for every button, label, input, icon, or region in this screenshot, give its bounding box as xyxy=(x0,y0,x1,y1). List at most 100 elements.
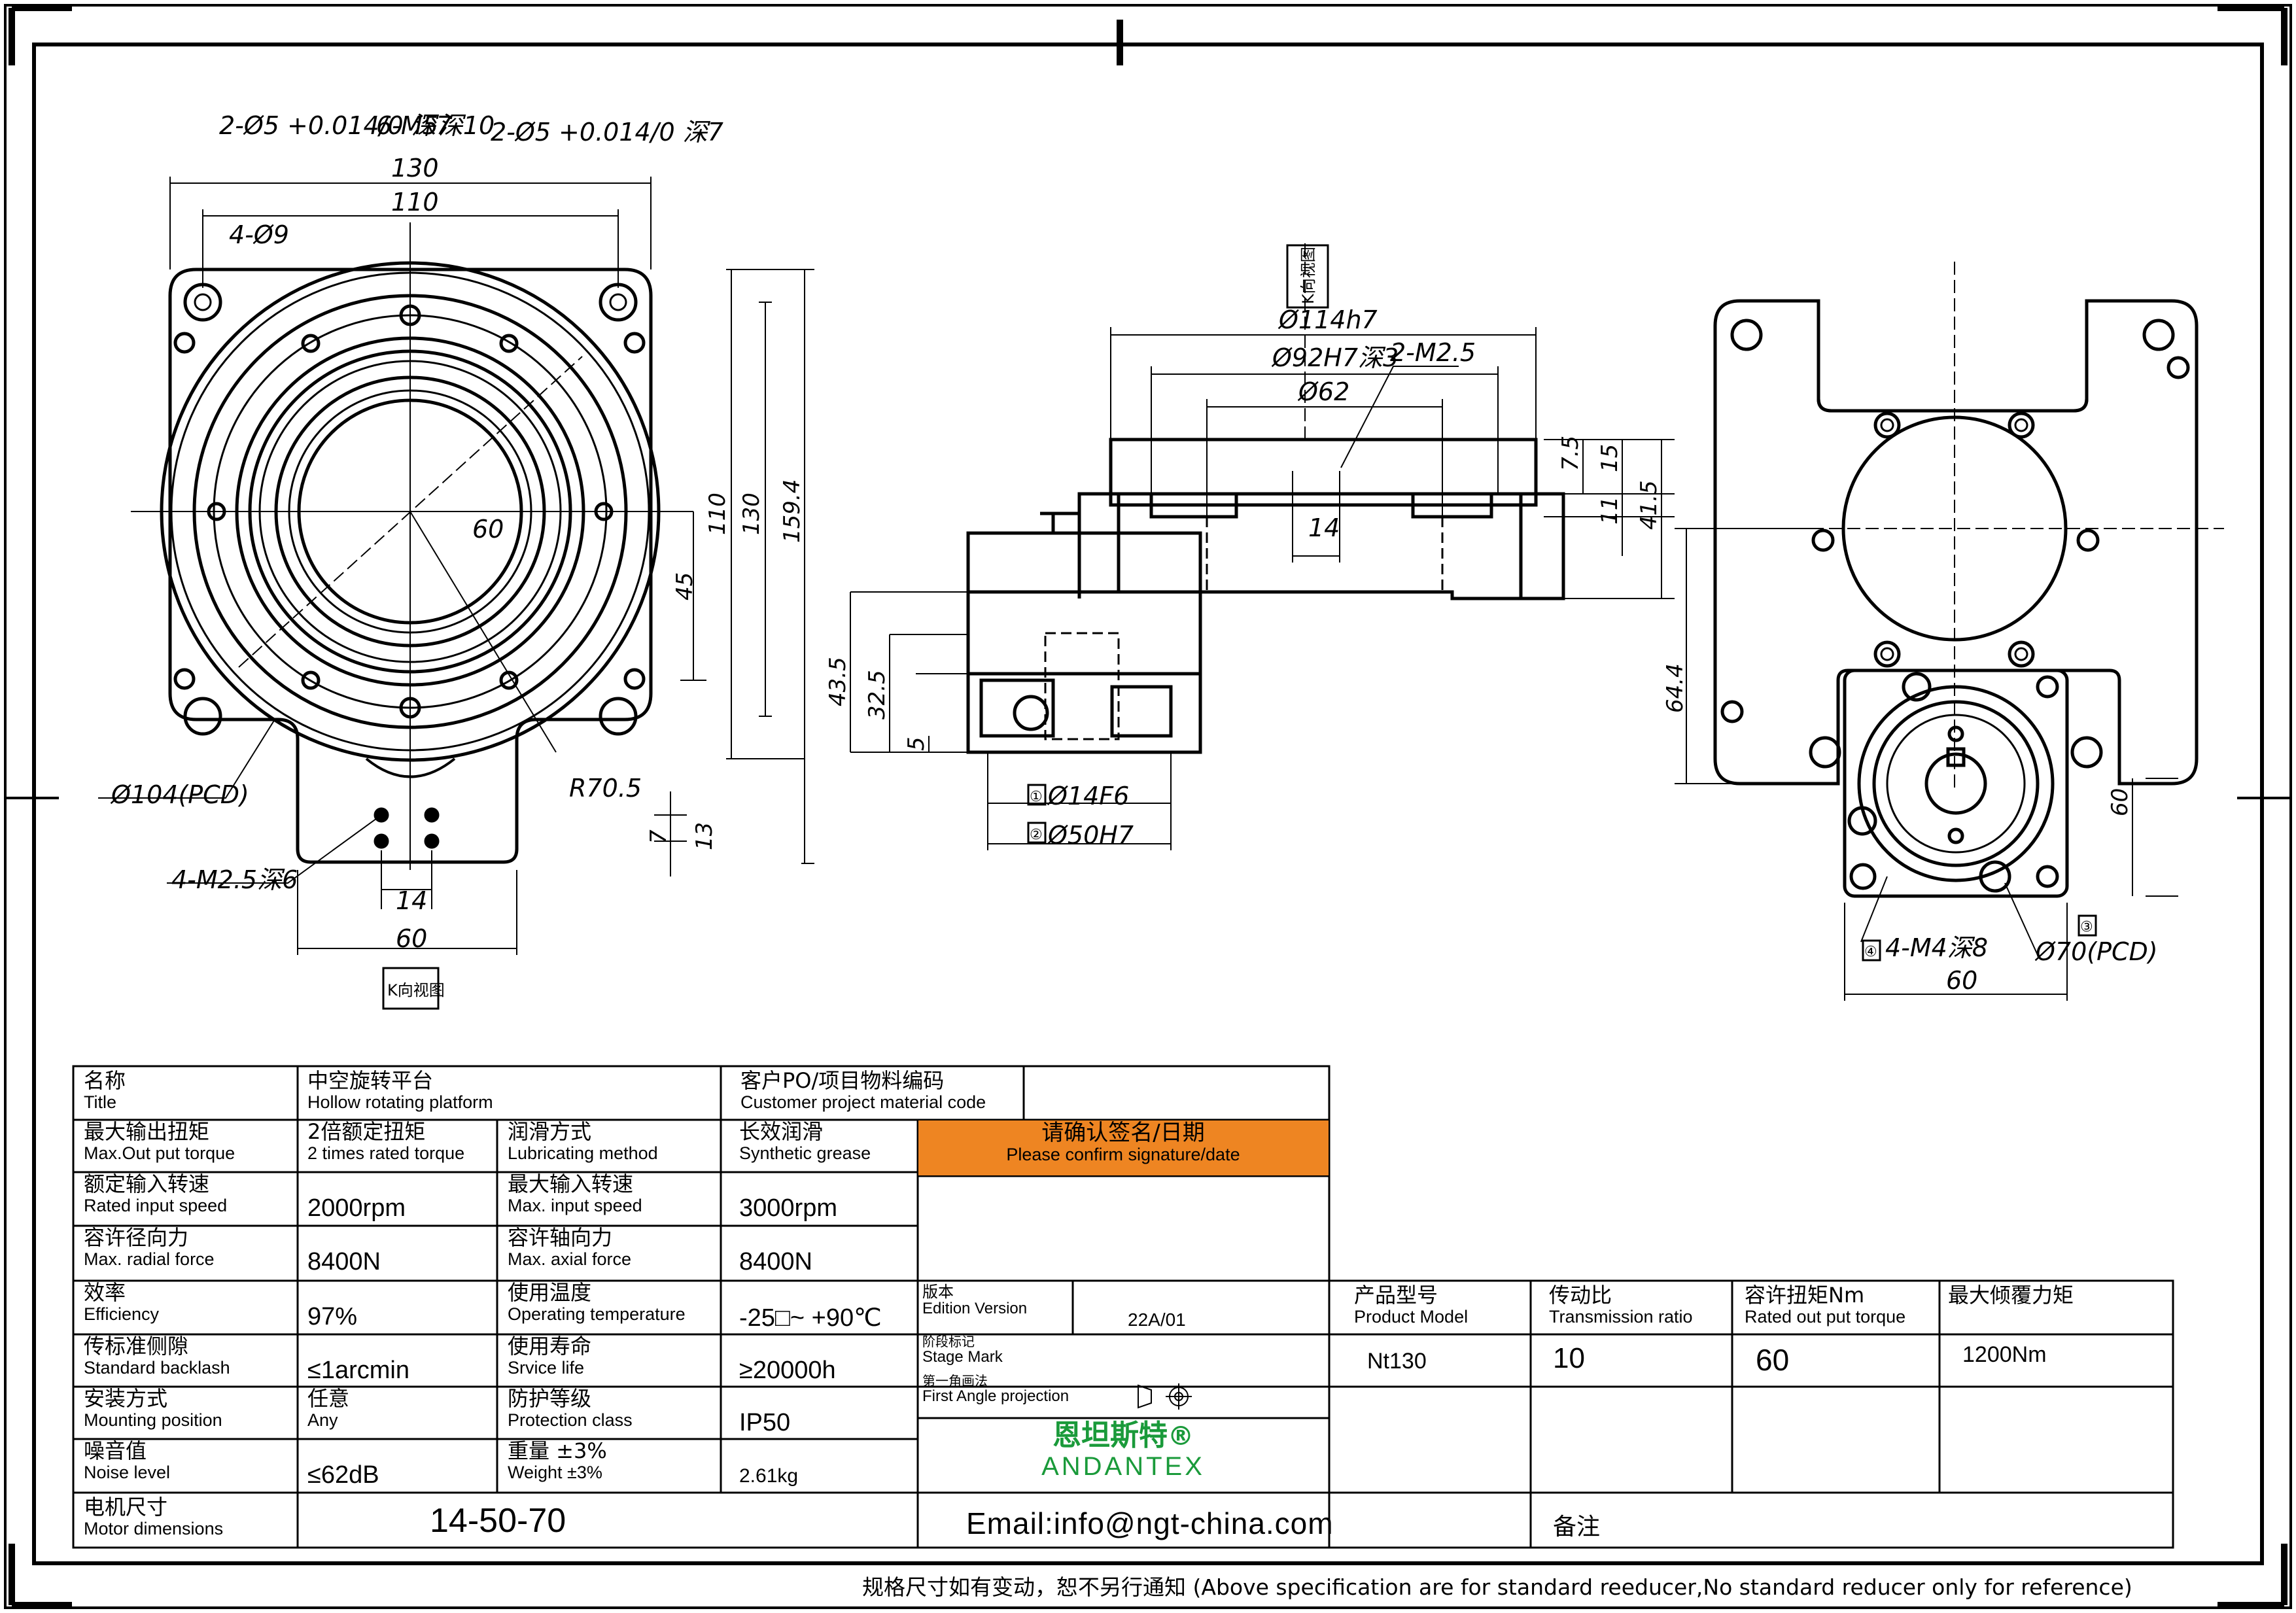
projection: 第一角画法 First Angle projection xyxy=(922,1374,1138,1405)
dimension-label-tag3: ③ xyxy=(2080,919,2093,935)
edition-label: 版本 Edition Version xyxy=(922,1283,1073,1317)
rear-view xyxy=(1713,299,2199,898)
edition-label-en: Edition Version xyxy=(922,1300,1028,1317)
confirm-signature-en: Please confirm signature/date xyxy=(1006,1145,1240,1164)
spec-value-cn: 长效润滑 xyxy=(739,1120,824,1144)
front-view-centerlines xyxy=(98,177,814,955)
product-header-cn: 传动比 xyxy=(1549,1283,1612,1308)
customer-po: 客户PO/项目物料编码 Customer project material co… xyxy=(740,1069,1028,1112)
dimension-label-v7-5: 7.5 xyxy=(1557,436,1584,471)
title-label-cn: 名称 xyxy=(84,1069,126,1093)
spec-value: ≥20000h xyxy=(739,1357,836,1384)
dimension-label-pin-holes-top-right: 2-Ø5 +0.014/0 深7 xyxy=(491,118,723,147)
projection-en: First Angle projection xyxy=(922,1387,1070,1405)
rear-view-dims xyxy=(1675,262,2224,1001)
dimension-label-tag2: ② xyxy=(1030,827,1043,843)
projection-symbol xyxy=(1138,1383,1192,1410)
dimension-label-pcd70: Ø70(PCD) xyxy=(2034,937,2158,966)
spec-value: 8400N xyxy=(739,1248,812,1275)
dimension-label-v5: 5 xyxy=(903,737,930,751)
product-header-en: Product Model xyxy=(1354,1307,1469,1327)
dimension-label-w110: 110 xyxy=(391,188,439,217)
product-value: Nt130 xyxy=(1367,1349,1427,1374)
spec-label-cn: 重量 ±3% xyxy=(508,1439,607,1463)
side-view-dims xyxy=(850,243,1675,850)
spec-label-en: Max. radial force xyxy=(84,1249,215,1269)
confirm-signature-cn: 请确认签名/日期 xyxy=(1041,1121,1205,1146)
dimension-label-d114: Ø114h7 xyxy=(1278,305,1378,334)
projection-cn: 第一角画法 xyxy=(922,1374,988,1389)
frame-inner xyxy=(32,43,2264,1565)
spec-value: ≤1arcmin xyxy=(307,1357,410,1384)
dimension-label-tag4: ④ xyxy=(1864,944,1877,960)
spec-label-cn: 安装方式 xyxy=(84,1387,168,1411)
spec-label-en: Srvice life xyxy=(508,1358,585,1378)
spec-label-cn: 最大输出扭矩 xyxy=(84,1120,210,1144)
dimension-label-tag1: ① xyxy=(1030,789,1043,805)
dimension-label-center-60: 60 xyxy=(472,515,504,544)
front-view-dimensions: 2-Ø5 +0.014/0 深7 6-M5深10 2-Ø5 +0.014/0 深… xyxy=(110,111,805,953)
dimension-label-view-k: K向视图 xyxy=(1299,247,1317,304)
customer-po-en: Customer project material code xyxy=(740,1092,986,1112)
stage-mark-cn: 阶段标记 xyxy=(922,1334,975,1349)
dimension-label-d14f6: Ø14F6 xyxy=(1047,782,1129,810)
dimension-label-b60: 60 xyxy=(396,924,427,953)
dimension-label-pcd: Ø104(PCD) xyxy=(110,780,249,809)
motor-label: 电机尺寸 Motor dimensions xyxy=(84,1495,293,1538)
spec-label-cn: 使用温度 xyxy=(508,1281,592,1305)
product-header-cn: 产品型号 xyxy=(1354,1283,1438,1308)
product-header-cn: 容许扭矩Nm xyxy=(1745,1283,1865,1308)
spec-value: IP50 xyxy=(739,1409,791,1436)
product-value: 60 xyxy=(1756,1343,1790,1377)
customer-po-cn: 客户PO/项目物料编码 xyxy=(740,1069,945,1093)
spec-label-cn: 传标准侧隙 xyxy=(84,1334,189,1359)
dimension-label-v43-5: 43.5 xyxy=(825,657,851,706)
spec-value-en: Any xyxy=(307,1410,338,1430)
spec-value: 2000rpm xyxy=(307,1194,406,1222)
spec-label-cn: 额定输入转速 xyxy=(84,1172,210,1196)
confirm-signature: 请确认签名/日期 Please confirm signature/date xyxy=(918,1121,1329,1164)
title-value-en: Hollow rotating platform xyxy=(307,1092,493,1112)
spec-value: 2.61kg xyxy=(739,1465,799,1487)
product-header-cn: 最大倾覆力矩 xyxy=(1948,1283,2074,1307)
dimension-label-thread-holes: 6-M5深10 xyxy=(376,111,495,140)
spec-label-cn: 噪音值 xyxy=(84,1439,147,1463)
dimension-label-view-k: K向视图 xyxy=(387,981,445,999)
spec-value: 8400N xyxy=(307,1248,381,1275)
dimension-label-d50h7: Ø50H7 xyxy=(1047,821,1134,850)
side-view-labels: K向视图 Ø114h7 Ø92H7深3 2-M2.5 Ø62 7.5 15 11… xyxy=(825,244,1662,850)
dimension-label-b60: 60 xyxy=(1946,966,1977,995)
email[interactable]: Email:info@ngt-china.com xyxy=(966,1506,1334,1540)
title-value-cn: 中空旋转平台 xyxy=(307,1069,434,1093)
spec-label-en: Max. axial force xyxy=(508,1249,632,1269)
spec-value: 97% xyxy=(307,1303,358,1330)
edition-label-cn: 版本 xyxy=(922,1283,954,1301)
spec-label-en: Lubricating method xyxy=(508,1143,658,1163)
product-header-en: Rated out put torque xyxy=(1745,1307,1906,1327)
dimension-label-h45: 45 xyxy=(672,572,698,600)
spec-label-cn: 最大输入转速 xyxy=(508,1172,634,1196)
spec-label-cn: 使用寿命 xyxy=(508,1334,592,1359)
motor-value: 14-50-70 xyxy=(430,1502,566,1540)
dimension-label-m25: 2-M2.5 xyxy=(1390,338,1476,367)
spec-label-cn: 防护等级 xyxy=(508,1387,592,1411)
spec-label-en: Rated input speed xyxy=(84,1196,228,1215)
product-header-en: Transmission ratio xyxy=(1549,1307,1693,1327)
dimension-label-radius: R70.5 xyxy=(569,774,642,803)
spec-label-en: Operating temperature xyxy=(508,1304,686,1324)
title-block: 名称 Title 中空旋转平台 Hollow rotating platform… xyxy=(73,1066,2176,1548)
spec-value-en: Synthetic grease xyxy=(739,1143,871,1163)
dimension-label-h159: 159.4 xyxy=(779,479,805,543)
dimension-label-v41-5: 41.5 xyxy=(1636,480,1662,530)
